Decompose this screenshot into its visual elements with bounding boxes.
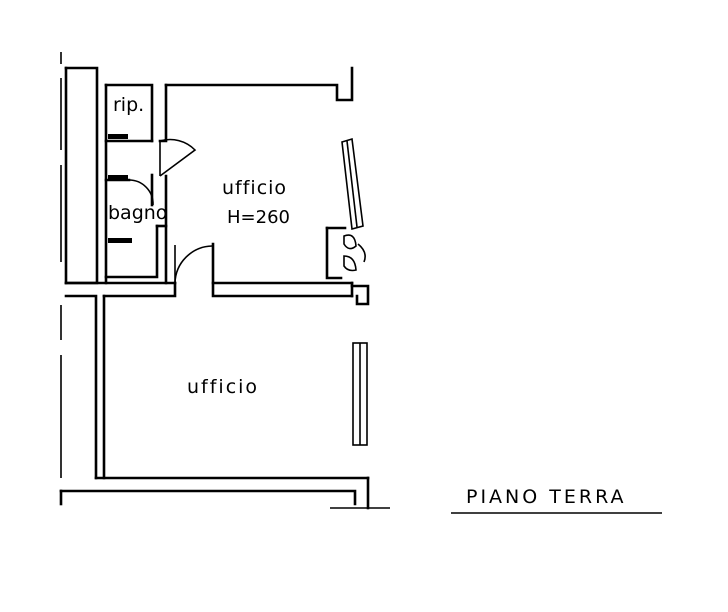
window-lower-right	[352, 342, 368, 446]
door-storage	[159, 138, 197, 177]
room-label-bathroom: bagno	[108, 202, 167, 224]
room-label-storage: rip.	[113, 94, 144, 116]
upper-office-walls	[158, 66, 354, 298]
room-label-office-upper: ufficio	[222, 177, 287, 199]
left-exterior-wall	[64, 66, 99, 285]
floor-label: PIANO TERRA	[466, 486, 627, 508]
door-exterior-right	[343, 234, 366, 272]
window-upper-right	[341, 137, 364, 231]
lower-office-walls	[59, 476, 390, 510]
room-height-note: H=260	[227, 207, 290, 228]
room-label-office-lower: ufficio	[187, 376, 259, 398]
door-office-upper	[174, 245, 213, 284]
fixture-marks	[108, 134, 132, 243]
middle-wall	[64, 281, 370, 480]
door-bathroom	[128, 178, 154, 206]
